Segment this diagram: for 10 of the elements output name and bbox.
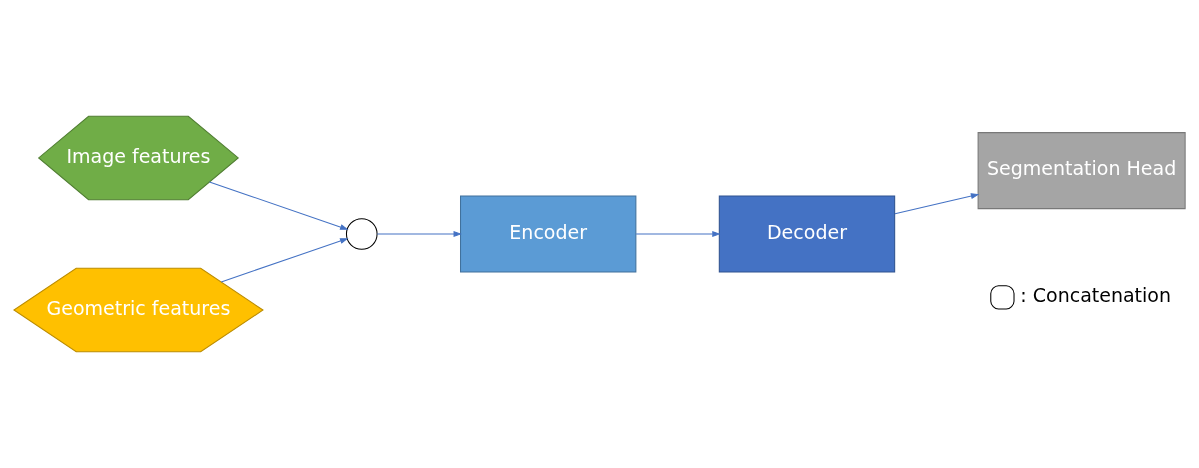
arrow [220,238,349,283]
node-box: Segmentation Head [977,132,1186,210]
node-box: Encoder [460,195,637,273]
node-box: Decoder [718,195,896,273]
legend-label: : Concatenation [1020,284,1172,307]
arrow [635,231,721,237]
arrow [894,193,980,215]
node-circle [345,218,378,250]
arrow [376,231,462,237]
arrow [208,181,349,230]
